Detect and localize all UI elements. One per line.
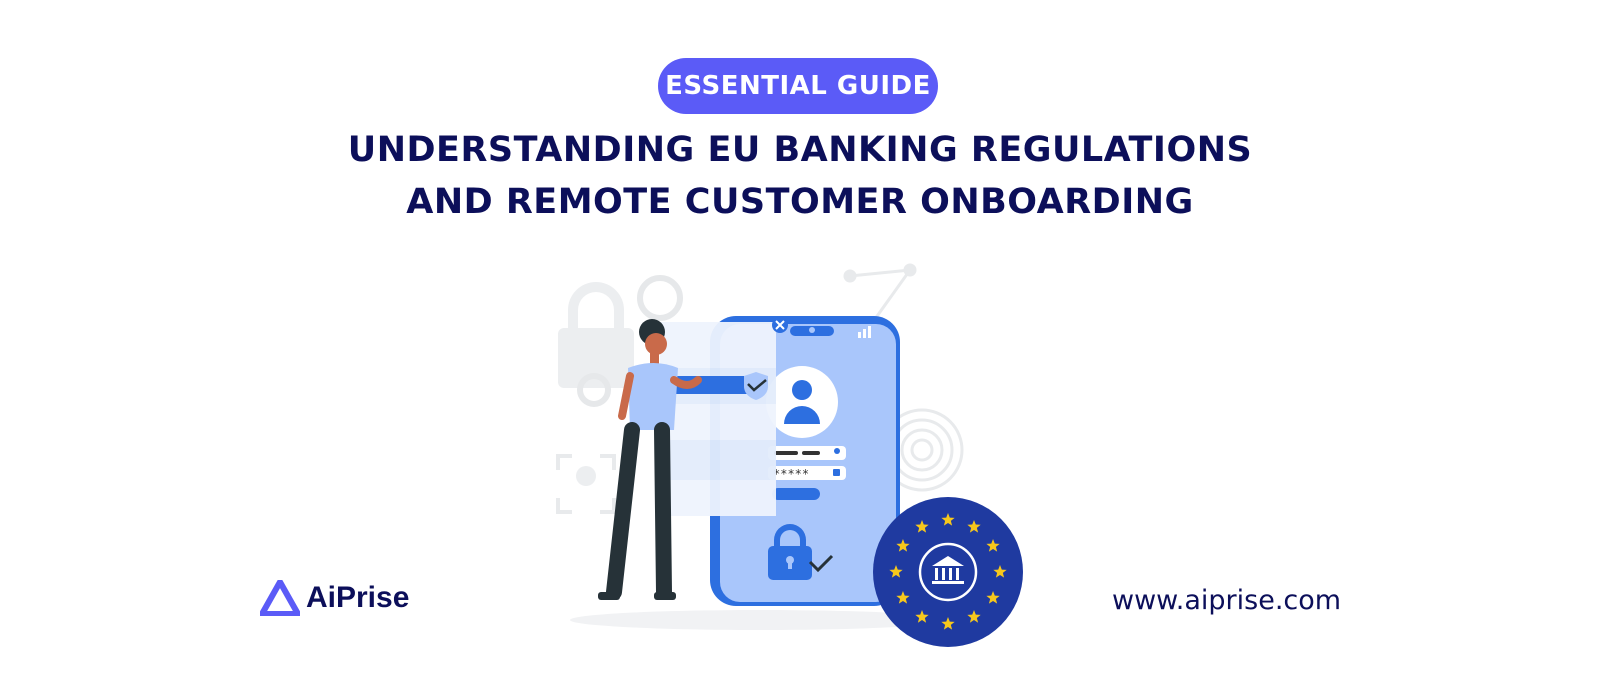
phone-lock-icon (768, 524, 834, 580)
background-gear-icon (577, 275, 683, 407)
star-icon (896, 539, 910, 552)
guide-badge: ESSENTIAL GUIDE (658, 58, 938, 114)
website-url: www.aiprise.com (1112, 585, 1342, 616)
shield-check-icon (744, 372, 768, 400)
star-icon (915, 519, 929, 533)
close-icon (772, 317, 788, 333)
star-icon (915, 610, 929, 623)
password-field: ***** (768, 466, 846, 481)
star-icon (941, 617, 955, 630)
background-lock-icon (558, 282, 634, 388)
verification-panels (660, 317, 788, 516)
username-field (768, 446, 846, 460)
star-icon (967, 519, 981, 533)
brand-logo: AiPrise (260, 580, 409, 616)
background-face-scan-icon (556, 454, 616, 514)
onboarding-illustration: ***** (556, 263, 1023, 647)
person-figure (598, 319, 702, 600)
star-icon (986, 591, 1000, 604)
signal-icon (858, 326, 871, 338)
star-icon (986, 539, 1000, 552)
login-button-shape (772, 488, 820, 500)
star-icon (993, 565, 1007, 578)
star-icon (896, 591, 910, 604)
bank-icon (918, 542, 978, 602)
star-icon (967, 610, 981, 623)
headline-line-1: UNDERSTANDING EU BANKING REGULATIONS (347, 130, 1253, 170)
brand-name: AiPrise (306, 581, 410, 614)
eu-bank-emblem (873, 497, 1023, 647)
headline-line-2: AND REMOTE CUSTOMER ONBOARDING (406, 182, 1194, 222)
aiprise-logo-icon (260, 580, 300, 616)
star-icon (889, 565, 903, 578)
password-mask: ***** (773, 467, 809, 481)
background-network-icon (843, 263, 917, 347)
user-avatar-icon (766, 366, 838, 438)
star-icon (941, 513, 955, 526)
